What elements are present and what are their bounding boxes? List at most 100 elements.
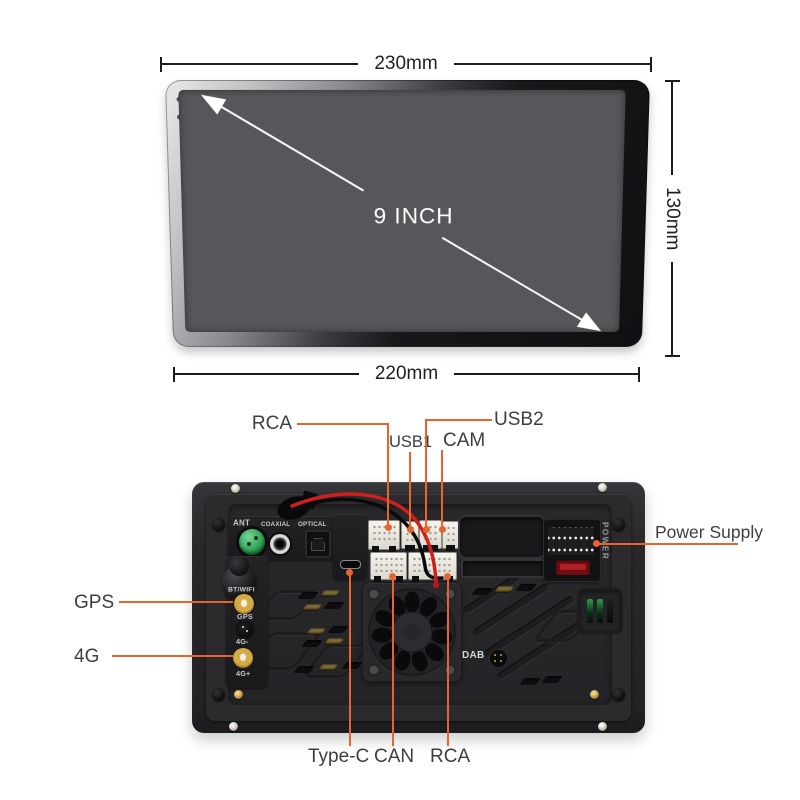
gps-panel-label: GPS bbox=[237, 613, 253, 621]
expansion-socket bbox=[458, 515, 546, 559]
dimension-line bbox=[671, 82, 673, 175]
sma-connector-bt-wifi bbox=[234, 594, 254, 614]
leader-usb2 bbox=[425, 419, 427, 530]
pin-hole bbox=[254, 536, 258, 540]
leader-dot bbox=[423, 526, 430, 533]
leader-dot bbox=[444, 573, 451, 580]
leader-type-c bbox=[349, 572, 351, 746]
side-vent-green bbox=[577, 588, 623, 634]
leader-power-supply bbox=[597, 543, 738, 545]
mounting-peg bbox=[612, 688, 625, 701]
callout-4g: 4G bbox=[74, 646, 100, 667]
bt-wifi-label: BT/WIFI bbox=[228, 586, 255, 594]
callout-usb1: USB1 bbox=[389, 433, 433, 451]
mounting-peg bbox=[612, 518, 625, 531]
power-connector bbox=[543, 518, 601, 582]
dimension-width-bottom: 220mm bbox=[173, 363, 641, 384]
type-c-port bbox=[340, 560, 361, 569]
dimension-line bbox=[453, 63, 651, 65]
dab-label: DAB bbox=[462, 650, 485, 661]
ant-connector bbox=[239, 529, 265, 555]
optical-label: OPTICAL bbox=[298, 521, 327, 528]
screw bbox=[598, 483, 607, 492]
callout-rca-bottom: RCA bbox=[430, 746, 471, 767]
dimension-height-right: 130mm bbox=[660, 80, 684, 358]
display-front-bezel: 9 INCH bbox=[165, 80, 650, 347]
fuse-window bbox=[560, 564, 586, 570]
rear-unit: ANT COAXIAL OPTICAL BT/WIFI GPS 4G- 4G+ bbox=[192, 482, 645, 733]
leader-dot bbox=[385, 524, 392, 531]
callout-power-supply: Power Supply bbox=[655, 522, 763, 542]
dimension-tick bbox=[638, 366, 641, 382]
expansion-slot bbox=[461, 559, 545, 578]
pin-hole bbox=[494, 654, 496, 656]
mounting-peg bbox=[212, 688, 225, 701]
dimension-value-right: 130mm bbox=[662, 186, 683, 251]
dimension-line bbox=[671, 262, 673, 356]
dimension-value-top: 230mm bbox=[374, 53, 438, 74]
optical-port bbox=[305, 530, 331, 558]
4g-minus-label: 4G- bbox=[236, 638, 249, 646]
coaxial-connector bbox=[270, 534, 290, 554]
leader-can bbox=[392, 576, 394, 746]
connector-pins bbox=[372, 524, 396, 542]
screw bbox=[598, 722, 607, 731]
leader-dot bbox=[439, 526, 446, 533]
leader-dot bbox=[593, 540, 600, 547]
leader-dot bbox=[407, 526, 414, 533]
callout-type-c: Type-C bbox=[308, 746, 370, 767]
connector-pins bbox=[412, 556, 453, 572]
vent-slot bbox=[597, 599, 603, 623]
vent-slot bbox=[607, 599, 613, 623]
leader-rca-bottom bbox=[447, 576, 449, 746]
leader-rca-top bbox=[297, 423, 389, 425]
leader-gps bbox=[119, 601, 233, 603]
display-screen: 9 INCH bbox=[178, 90, 625, 332]
cam-harness-connector bbox=[442, 521, 459, 551]
dimension-tick bbox=[664, 80, 680, 82]
leader-4g bbox=[112, 655, 233, 657]
connector-pins bbox=[446, 525, 455, 541]
pin-hole bbox=[500, 654, 502, 656]
leader-dot bbox=[346, 569, 353, 576]
callout-rca-top: RCA bbox=[251, 413, 292, 434]
coaxial-label: COAXIAL bbox=[261, 521, 291, 528]
dab-connector bbox=[489, 649, 508, 668]
callout-cam: CAM bbox=[443, 430, 486, 451]
pin-hole bbox=[246, 630, 248, 632]
screw bbox=[231, 484, 240, 493]
pin-hole bbox=[500, 660, 502, 662]
fan-grille-icon bbox=[368, 588, 456, 676]
dimension-width-top: 230mm bbox=[160, 53, 653, 74]
dimension-tick bbox=[650, 56, 653, 72]
sma-connector-4g bbox=[233, 648, 253, 668]
pin-hole bbox=[242, 626, 244, 628]
dimension-tick bbox=[173, 366, 175, 382]
dimension-tick bbox=[664, 355, 680, 358]
dimension-line bbox=[162, 63, 359, 65]
leader-dot bbox=[389, 573, 396, 580]
usb2-harness-connector bbox=[419, 520, 442, 551]
screw bbox=[234, 690, 243, 699]
screw bbox=[590, 690, 599, 699]
power-pins bbox=[548, 527, 594, 555]
optical-port-inner bbox=[311, 538, 325, 551]
connector-pins bbox=[374, 556, 403, 572]
power-panel-label: POWER bbox=[600, 522, 609, 561]
leader-rca-top bbox=[387, 423, 389, 528]
screw bbox=[229, 722, 238, 731]
pin-hole bbox=[494, 660, 496, 662]
callout-can: CAN bbox=[374, 746, 415, 767]
callout-usb2: USB2 bbox=[494, 409, 544, 430]
dimension-tick bbox=[160, 56, 162, 72]
dimension-line bbox=[454, 373, 639, 375]
radio-antenna-knob-cap bbox=[229, 556, 249, 576]
gps-aux-connector bbox=[237, 622, 253, 638]
pin-hole bbox=[247, 542, 251, 546]
rca-harness-connector bbox=[368, 520, 400, 552]
screen-size-label: 9 INCH bbox=[373, 203, 454, 229]
leader-cam bbox=[441, 450, 443, 530]
vent-slot bbox=[587, 599, 593, 623]
leader-usb1 bbox=[409, 452, 411, 530]
